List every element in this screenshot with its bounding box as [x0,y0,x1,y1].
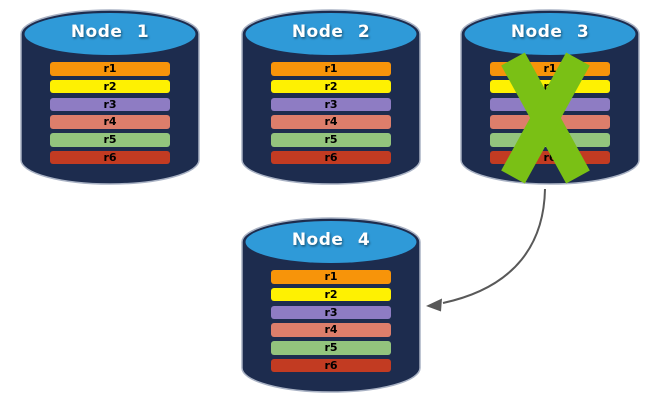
node-2: Node 2 r1 r2 r3 r4 r5 r6 [241,8,421,188]
arrow-curve [442,188,546,304]
failure-x-icon [501,52,590,184]
row-r2: r2 [50,79,170,94]
node-4: Node 4 r1 r2 r3 r4 r5 r6 [241,216,421,396]
row-r3: r3 [50,97,170,112]
node-rows: r1 r2 r3 r4 r5 r6 [271,270,391,373]
node-rows: r1 r2 r3 r4 r5 r6 [50,62,170,165]
row-r3: r3 [271,97,391,112]
row-r5: r5 [50,133,170,147]
row-r2: r2 [271,79,391,94]
row-r5: r5 [271,341,391,355]
row-r1: r1 [271,270,391,284]
row-r6: r6 [271,358,391,373]
row-r6: r6 [271,150,391,165]
node-title: Node 1 [70,22,150,42]
row-r3: r3 [271,305,391,320]
node-1: Node 1 r1 r2 r3 r4 r5 r6 [20,8,200,188]
node-title: Node 2 [291,22,371,42]
cylinder-top [245,221,417,263]
row-r1: r1 [50,62,170,76]
cylinder-top [245,13,417,55]
row-r1: r1 [271,62,391,76]
node-3: Node 3 r1 r2 r3 r4 r5 r6 [460,8,640,188]
row-r4: r4 [271,115,391,129]
row-r4: r4 [50,115,170,129]
node-title: Node 4 [291,230,371,250]
x-stroke [501,52,590,184]
row-r2: r2 [271,287,391,302]
node-title: Node 3 [510,22,590,42]
arrowhead-icon [426,298,442,312]
node-rows: r1 r2 r3 r4 r5 r6 [271,62,391,165]
cylinder-top [24,13,196,55]
cylinder-top [464,13,636,55]
row-r5: r5 [271,133,391,147]
row-r4: r4 [271,323,391,337]
row-r6: r6 [50,150,170,165]
